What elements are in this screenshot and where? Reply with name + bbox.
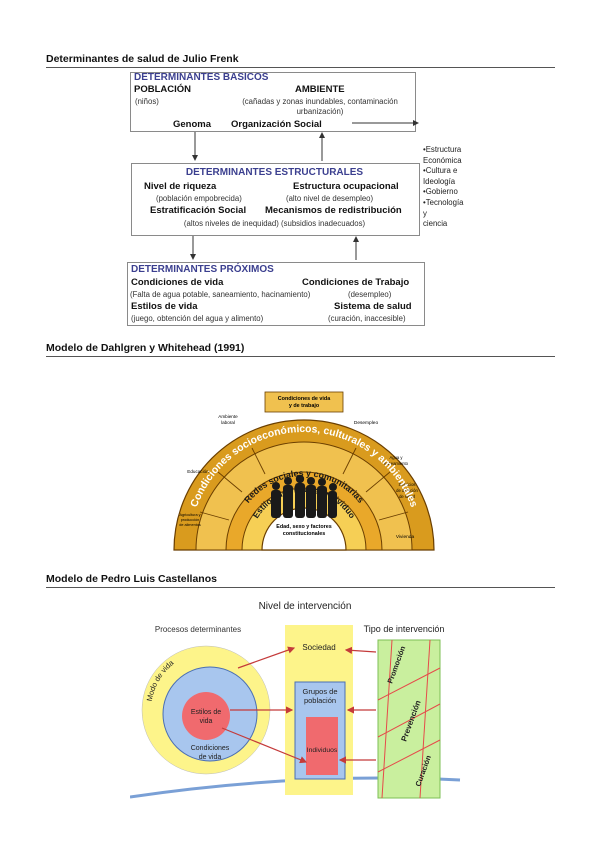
riqueza-sub: (población empobrecida) <box>156 194 242 203</box>
core-label-2: constitucionales <box>283 531 326 537</box>
estratificacion-label: Estratificación Social <box>150 205 247 216</box>
individuos-label: Individuos <box>307 747 338 754</box>
intervention-arrows <box>221 646 377 764</box>
seg-ambiente-2: laboral <box>221 420 235 425</box>
seg-agricultura-1: Agricultura y <box>179 513 200 517</box>
side-item: •Estructura <box>423 145 462 154</box>
redistribucion-label: Mecanismos de redistribución <box>265 205 402 216</box>
seg-servicios-2: de atención <box>396 488 418 493</box>
seg-vivienda: Vivienda <box>396 534 415 540</box>
seg-educacion: Educación <box>187 469 209 474</box>
frenk-divider <box>46 67 555 68</box>
ocupacional-sub: (alto nivel de desempleo) <box>286 194 374 203</box>
estilos-label: Estilos de vida <box>131 301 198 312</box>
ambiente-label: AMBIENTE <box>295 84 345 95</box>
sistema-sub: (curación, inaccesible) <box>328 314 406 323</box>
frenk-arrows <box>190 120 419 260</box>
poblacion-label: POBLACIÓN <box>134 84 191 95</box>
estilos-vida-label-1: Estilos de <box>191 709 221 716</box>
seg-agricultura-2: producción <box>181 518 200 522</box>
side-item: •Gobierno <box>423 187 458 197</box>
estilos-vida-label-2: vida <box>200 718 213 725</box>
people-silhouettes-icon <box>271 474 337 518</box>
seg-condiciones-1: Condiciones de vida <box>278 396 331 402</box>
genoma-label: Genoma <box>173 119 212 130</box>
proximos-header: DETERMINANTES PRÓXIMOS <box>131 264 274 275</box>
nivel-intervencion-label: Nivel de intervención <box>259 601 352 612</box>
castellanos-diagram: Nivel de intervención Procesos determina… <box>130 601 461 799</box>
seg-ambiente-1: Ambiente <box>218 414 238 419</box>
condiciones-vida-label-1: Condiciones <box>191 745 230 752</box>
ct-sub: (desempleo) <box>348 290 392 299</box>
tipo-stripes <box>377 639 441 799</box>
estilos-sub: (juego, obtención del agua y alimento) <box>131 314 264 323</box>
ambiente-sub2: urbanización) <box>296 107 344 116</box>
side-item: ciencia <box>423 219 448 229</box>
sociedad-label: Sociedad <box>302 643 335 652</box>
estructurales-bottom-sub: (altos niveles de inequidad) (subsidios … <box>183 219 366 228</box>
ambiente-sub1: (cañadas y zonas inundables, contaminaci… <box>242 97 398 106</box>
castellanos-section-title: Modelo de Pedro Luis Castellanos <box>46 573 217 585</box>
side-item: Ideología <box>423 176 456 186</box>
tipo-intervencion-label: Tipo de intervención <box>364 624 445 634</box>
tipo-column <box>377 639 441 799</box>
seg-agua-2: saneamiento <box>384 461 409 466</box>
seg-condiciones-2: y de trabajo <box>289 403 320 409</box>
condiciones-vida-label: Condiciones de vida <box>131 277 224 288</box>
dahlgren-section-title: Modelo de Dahlgren y Whitehead (1991) <box>46 342 245 354</box>
procesos-label: Procesos determinantes <box>155 625 241 634</box>
sistema-label: Sistema de salud <box>334 301 412 312</box>
ninos-label: (niños) <box>135 97 159 106</box>
core-label-1: Edad, sexo y factores <box>276 524 331 530</box>
side-item: •Cultura e <box>423 166 458 176</box>
basicos-box <box>130 72 416 132</box>
seg-servicios-1: Servicios <box>399 482 416 487</box>
side-item: Económica <box>423 155 462 165</box>
side-list: •Estructura Económica •Cultura e Ideolog… <box>423 145 463 230</box>
proximos-box <box>127 262 425 326</box>
condiciones-trabajo-label: Condiciones de Trabajo <box>302 277 410 288</box>
side-item: •Tecnología <box>423 197 464 207</box>
riqueza-label: Nivel de riqueza <box>144 181 217 192</box>
estructurales-header: DETERMINANTES ESTRUCTURALES <box>185 167 364 178</box>
seg-agua-1: Agua y <box>389 455 403 460</box>
seg-servicios-3: de salud <box>399 494 416 499</box>
castellanos-divider <box>46 587 555 588</box>
dahlgren-divider <box>46 356 555 357</box>
seg-desempleo: Desempleo <box>354 420 379 426</box>
seg-agricultura-3: de alimentos <box>179 523 201 527</box>
basicos-header: DETERMINANTES BASICOS <box>134 72 269 83</box>
dahlgren-diagram: Condiciones de vida y de trabajo Ambient… <box>173 391 435 551</box>
grupos-label-1: Grupos de <box>302 687 337 696</box>
estilos-vida-circle <box>182 692 230 740</box>
individuos-box <box>306 717 338 775</box>
estructurales-box <box>131 163 420 236</box>
segment-dividers <box>196 447 409 551</box>
condiciones-box <box>264 391 344 413</box>
condiciones-vida-label-2: de vida <box>199 754 222 761</box>
side-item: y <box>423 208 427 218</box>
ocupacional-label: Estructura ocupacional <box>293 181 399 192</box>
grupos-label-2: población <box>304 696 336 705</box>
cv-sub: (Falta de agua potable, saneamiento, hac… <box>130 290 311 299</box>
frenk-section-title: Determinantes de salud de Julio Frenk <box>46 53 239 65</box>
organizacion-label: Organización Social <box>231 119 322 130</box>
